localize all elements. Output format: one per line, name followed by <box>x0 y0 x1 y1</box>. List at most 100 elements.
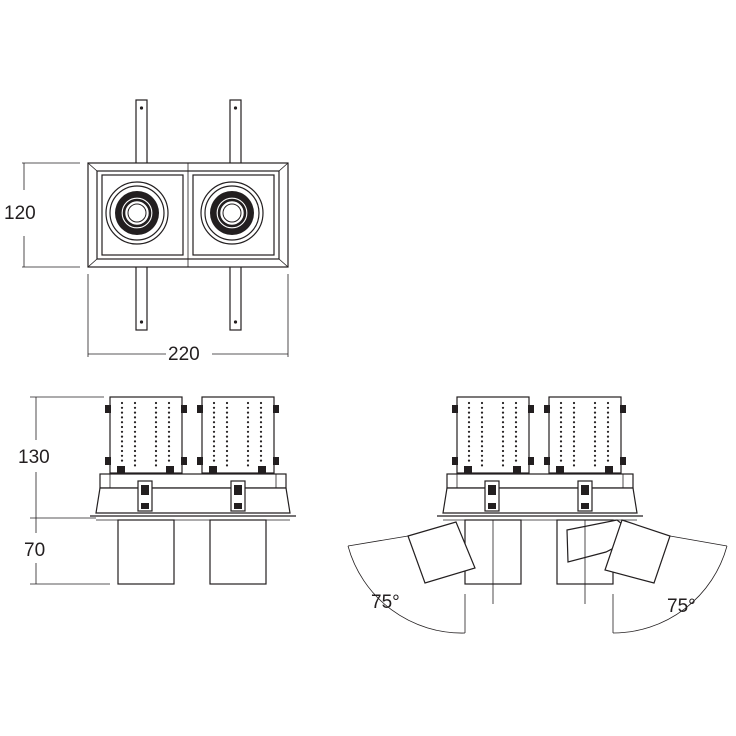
heatsink-tilt-left <box>456 396 530 474</box>
vent-dot <box>572 425 576 429</box>
lamp-cell-right <box>192 174 275 256</box>
vent-dot <box>606 416 610 419</box>
vent-dot <box>514 401 518 405</box>
vent-dot <box>154 411 158 414</box>
vent-dot <box>246 430 250 433</box>
vent-dot <box>212 406 216 409</box>
vent-dot <box>167 406 171 409</box>
tilt-angle-left: 75° <box>371 592 400 613</box>
dim-height-top: 120 <box>4 203 36 224</box>
vent-dot <box>120 406 124 409</box>
vent-dot <box>246 435 250 438</box>
vent-dot <box>246 454 250 457</box>
vent-dot <box>467 416 471 419</box>
vent-dot <box>246 445 250 448</box>
vent-dot <box>480 459 484 462</box>
vent-dot <box>501 454 505 457</box>
vent-dot <box>606 449 610 453</box>
vent-dot <box>593 459 597 462</box>
vent-dot <box>120 435 124 438</box>
vent-dot <box>246 440 250 443</box>
vent-dot <box>246 401 250 405</box>
vent-dot <box>593 440 597 443</box>
vent-dot <box>133 440 137 443</box>
vent-dot <box>259 401 263 405</box>
vent-dot <box>572 411 576 414</box>
vent-dot <box>167 445 171 448</box>
vent-dot <box>212 445 216 448</box>
vent-dot <box>480 416 484 419</box>
vent-dot <box>246 425 250 429</box>
vent-dot <box>167 454 171 457</box>
vent-dot <box>572 416 576 419</box>
vent-dot <box>246 421 250 424</box>
vent-dot <box>593 430 597 433</box>
vent-dot <box>501 430 505 433</box>
vent-dot <box>246 459 250 462</box>
vent-dot <box>154 416 158 419</box>
vent-dot <box>514 435 518 438</box>
vent-dot <box>606 406 610 409</box>
vent-dot <box>593 445 597 448</box>
vent-dot <box>212 454 216 457</box>
vent-dot <box>559 406 563 409</box>
tilt-angle-right: 75° <box>667 596 696 617</box>
tilt-view: 75° 75° <box>347 396 728 634</box>
vent-dot <box>259 406 263 409</box>
lamp-cell-left <box>101 174 184 256</box>
vent-dot <box>246 449 250 453</box>
vent-dot <box>559 411 563 414</box>
vent-dot <box>606 459 610 462</box>
vent-dot <box>572 401 576 405</box>
vent-dot <box>593 454 597 457</box>
vent-dot <box>259 454 263 457</box>
vent-dot <box>572 406 576 409</box>
vent-dot <box>480 449 484 453</box>
lamp-body-right <box>209 519 267 585</box>
vent-dot <box>133 459 137 462</box>
vent-dot <box>467 406 471 409</box>
vent-dot <box>259 416 263 419</box>
vent-dot <box>246 464 250 467</box>
vent-dot <box>133 411 137 414</box>
vent-dot <box>501 421 505 424</box>
vent-dot <box>120 401 124 405</box>
vent-dot <box>572 449 576 453</box>
vent-dot <box>572 430 576 433</box>
vent-dot <box>467 425 471 429</box>
vent-dot <box>467 435 471 438</box>
heatsink-left <box>109 396 183 474</box>
vent-dot <box>225 435 229 438</box>
vent-dot <box>154 430 158 433</box>
vent-dot <box>225 406 229 409</box>
vent-dot <box>133 406 137 409</box>
vent-dot <box>259 445 263 448</box>
vent-dot <box>133 401 137 405</box>
vent-dot <box>120 459 124 462</box>
vent-dot <box>501 425 505 429</box>
vent-dot <box>120 430 124 433</box>
vent-dot <box>212 421 216 424</box>
vent-dot <box>480 445 484 448</box>
vent-dot <box>225 454 229 457</box>
vent-dot <box>514 430 518 433</box>
vent-dot <box>133 430 137 433</box>
vent-dot <box>593 425 597 429</box>
vent-dot <box>572 435 576 438</box>
vent-dot <box>154 440 158 443</box>
vent-dot <box>259 459 263 462</box>
vent-dot <box>501 445 505 448</box>
vent-dot <box>212 435 216 438</box>
vent-dot <box>259 425 263 429</box>
vent-dot <box>154 449 158 453</box>
vent-dot <box>559 425 563 429</box>
vent-dot <box>467 440 471 443</box>
dim-extension-height: 70 <box>24 540 45 561</box>
vent-dot <box>501 416 505 419</box>
vent-dot <box>593 416 597 419</box>
vent-dot <box>593 411 597 414</box>
vent-dot <box>167 425 171 429</box>
dim-width-top: 220 <box>168 344 200 365</box>
vent-dot <box>120 416 124 419</box>
vent-dot <box>593 435 597 438</box>
